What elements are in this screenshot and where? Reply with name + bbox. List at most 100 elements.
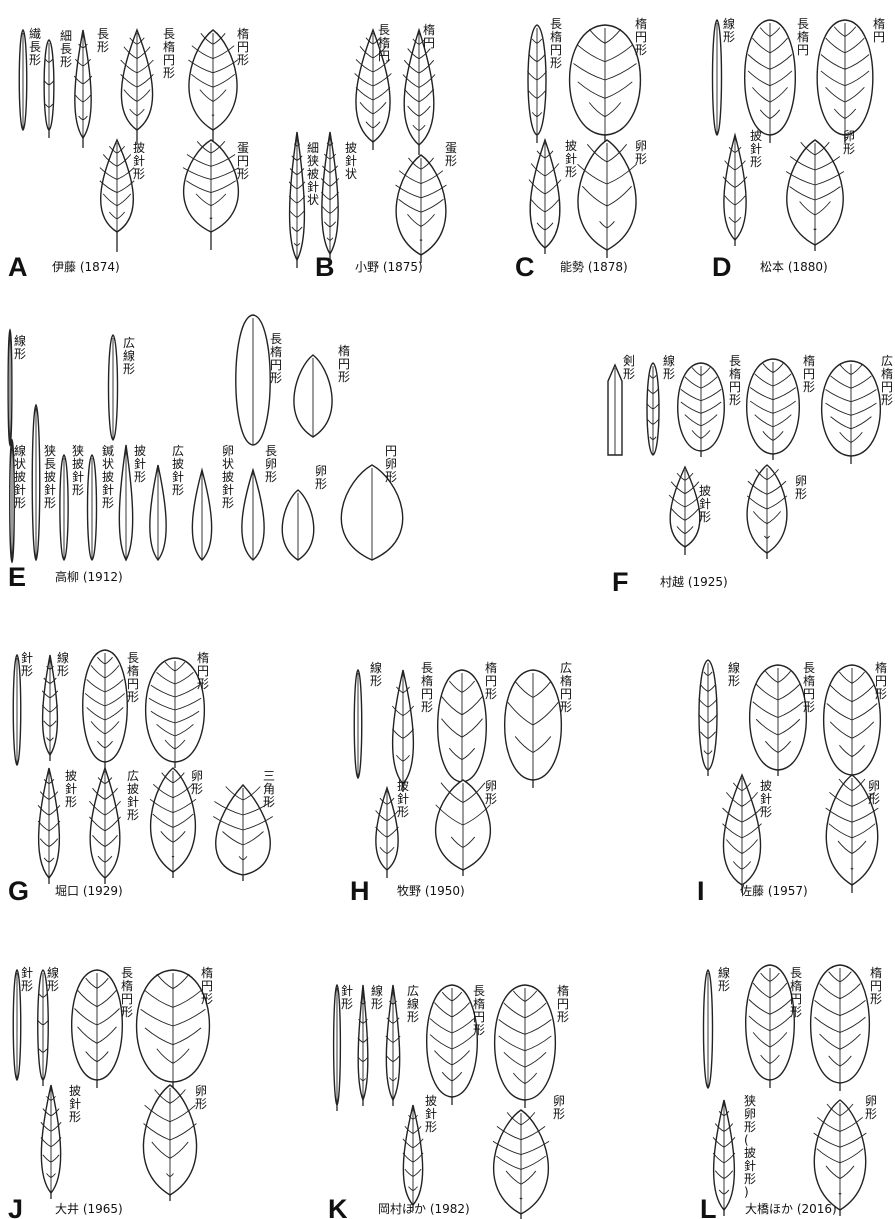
leaf-3-leaf [137, 970, 210, 1090]
leaf-10-leaf [192, 470, 211, 560]
panel-e: E高柳 (1912)線形広線形長楕円形楕円形線状披針形狭長披針形狭披針形鍼状披針… [8, 315, 403, 592]
leaf-shape-label: 円卵形 [385, 444, 397, 484]
leaf-shape-label: 長形 [97, 27, 109, 54]
leaf-shape-label: 披針形 [134, 444, 146, 484]
leaf-1-leaf [570, 25, 641, 143]
leaf-shape-label: 披針状 [345, 141, 357, 181]
leaf-6-leaf [150, 768, 196, 878]
panel-letter: H [350, 876, 370, 906]
leaf-shape-label: 線形 [728, 660, 740, 688]
leaf-shape-label: 狭披針形 [72, 444, 84, 497]
leaf-shape-label: 楕円形 [338, 344, 350, 384]
leaf-4-leaf [376, 788, 399, 878]
leaf-shape-label: 針形 [21, 965, 33, 993]
leaf-shape-label: 蛋形 [445, 141, 457, 168]
leaf-shape-label: 楕円形 [870, 966, 882, 1006]
leaf-shape-label: 線形 [57, 650, 69, 678]
leaf-shape-label: 卵形 [865, 1094, 877, 1121]
panel-caption: 大橋ほか (2016) [745, 1202, 837, 1216]
leaf-5-leaf [100, 140, 134, 252]
panel-letter: E [8, 562, 26, 592]
leaf-2-leaf [817, 20, 873, 143]
leaf-0-leaf [19, 30, 27, 130]
leaf-2-leaf [72, 970, 123, 1088]
leaf-2-leaf [529, 140, 561, 254]
leaf-shape-label: 線形 [14, 333, 26, 361]
leaf-shape-label: 楕円形 [875, 661, 887, 701]
leaf-shape-label: 楕円 [873, 17, 885, 44]
leaf-shape-label: 披針形 [69, 1084, 81, 1124]
leaf-3-leaf [321, 132, 338, 262]
leaf-9-leaf [150, 465, 166, 560]
leaf-1-leaf [358, 985, 368, 1106]
leaf-shape-label: 細狭被針状 [307, 141, 319, 207]
leaf-1-leaf [647, 363, 660, 455]
leaf-2-leaf [811, 965, 870, 1091]
leaf-2-leaf [386, 985, 400, 1106]
leaf-shape-label: 楕円形 [635, 17, 647, 57]
leaf-shape-label: 繊長形 [29, 27, 41, 67]
leaf-2-leaf [289, 132, 305, 268]
panel-letter: L [700, 1194, 717, 1219]
leaf-3-leaf [121, 30, 154, 144]
leaf-0-leaf [13, 655, 21, 765]
leaf-3-leaf [505, 670, 562, 788]
leaf-12-leaf [282, 490, 314, 560]
leaf-shape-label: 楕円形 [201, 966, 213, 1006]
leaf-shape-label: 卵形 [315, 464, 327, 491]
leaf-shape-label: 長楕円形 [270, 332, 282, 385]
leaf-2-leaf [824, 665, 881, 781]
leaf-shape-label: 披針形 [425, 1094, 437, 1134]
leaf-shape-label: 長楕円形 [163, 27, 175, 80]
panel-caption: 堀口 (1929) [55, 883, 123, 898]
leaf-shape-label: 披針形 [760, 779, 772, 819]
leaf-4-leaf [41, 1085, 61, 1199]
leaf-5-leaf [32, 405, 40, 560]
leaf-shape-label: 長楕円形 [729, 354, 741, 407]
panel-j: J大井 (1965)針形線形長楕円形楕円形披針形卵形 [8, 965, 213, 1219]
panel-letter: F [612, 567, 629, 597]
leaf-shape-label: 線状披針形 [14, 443, 26, 510]
leaf-6-leaf [183, 140, 239, 250]
leaf-shape-label: 長楕円形 [421, 661, 433, 714]
panel-c: C能勢 (1878)長楕円形楕円形披針形卵形 [515, 17, 647, 282]
leaf-shape-label: 卵状披針形 [222, 444, 234, 510]
leaf-0-leaf [13, 970, 21, 1080]
leaf-shape-label: 広披針形 [172, 444, 184, 497]
leaf-2-leaf [74, 30, 92, 148]
leaf-1-leaf [44, 40, 54, 138]
leaf-0-leaf [608, 365, 622, 455]
leaf-shape-label: 長楕円形 [803, 661, 815, 714]
leaf-2-leaf [438, 670, 487, 790]
leaf-3-leaf [747, 359, 800, 460]
leaf-shape-label: 三角形 [263, 769, 275, 809]
panel-letter: B [315, 252, 335, 282]
leaf-shape-label: 広楕円形 [560, 661, 572, 714]
leaf-0-leaf [713, 20, 722, 135]
leaf-shape-label: 線形 [370, 660, 382, 688]
leaf-shape-label: 針形 [21, 650, 33, 678]
leaf-2-leaf [236, 315, 270, 445]
leaf-shape-label: 楕円形 [803, 354, 815, 394]
leaf-shape-label: 楕円形 [197, 651, 209, 691]
leaf-shape-label: 披針形 [133, 141, 145, 181]
leaf-1-leaf [392, 670, 413, 792]
leaf-0-leaf [334, 985, 341, 1111]
leaf-1-leaf [109, 335, 118, 440]
leaf-shape-label: 楕円形 [485, 661, 497, 701]
leaf-shape-label: 卵形 [553, 1094, 565, 1121]
leaf-shape-label: 狭卵形(披針形) [744, 1094, 756, 1199]
leaf-4-leaf [822, 361, 881, 464]
panel-caption: 佐藤 (1957) [740, 884, 808, 898]
leaf-1-leaf [750, 665, 807, 776]
leaf-1-leaf [42, 655, 58, 761]
leaf-shape-label: 広楕円形 [881, 354, 893, 407]
leaf-shape-label: 長楕円形 [550, 17, 562, 70]
panel-i: I佐藤 (1957)線形長楕円形楕円形披針形卵形 [697, 660, 887, 906]
leaf-shape-label: 針形 [341, 983, 353, 1011]
leaf-0-leaf [699, 660, 718, 776]
leaf-11-leaf [242, 470, 264, 560]
leaf-0-leaf [527, 25, 546, 143]
